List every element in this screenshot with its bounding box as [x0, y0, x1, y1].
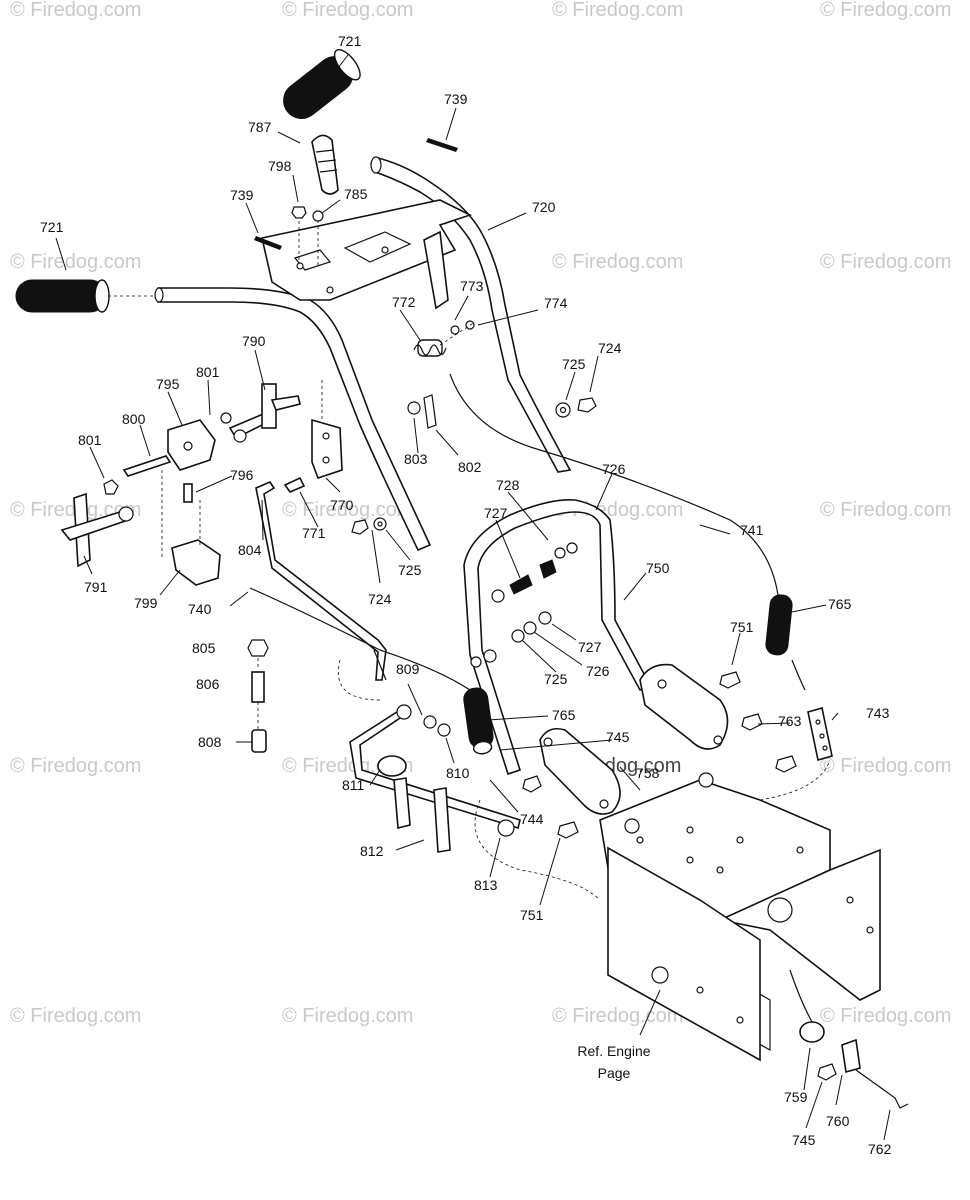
watermark: © Firedog.com — [552, 251, 683, 273]
watermark: © Firedog.com — [552, 0, 683, 21]
callout-label: 726 — [586, 663, 610, 679]
callout-label: 725 — [562, 356, 586, 372]
callout-label: 791 — [84, 579, 108, 595]
grip-765-right — [765, 594, 793, 656]
rod-804 — [255, 481, 387, 681]
callout-label: 801 — [78, 432, 102, 448]
callout-label: 800 — [122, 411, 146, 427]
console-plate — [261, 199, 473, 301]
callout-label: 798 — [268, 158, 292, 174]
callout-label: 724 — [368, 591, 392, 607]
callout-label: 720 — [532, 199, 556, 215]
callout-label: 739 — [230, 187, 254, 203]
watermark: © Firedog.com — [820, 251, 951, 273]
latch-787 — [311, 134, 339, 195]
callout-label: 795 — [156, 376, 180, 392]
callout-label: 751 — [730, 619, 754, 635]
grip-721-top — [283, 49, 361, 119]
callout-label: 785 — [344, 186, 368, 202]
bracket-770 — [311, 418, 343, 480]
callout-label: 770 — [330, 497, 354, 513]
paddle-left — [539, 727, 621, 815]
plate-743 — [807, 706, 833, 762]
callout-label: 809 — [396, 661, 420, 677]
watermark: © Firedog.com — [282, 0, 413, 21]
callout-label: 726 — [602, 461, 626, 477]
callout-label: 750 — [646, 560, 670, 576]
watermark: © Firedog.com — [820, 0, 951, 21]
reference-note-line1: Ref. Engine — [577, 1043, 650, 1059]
reference-note-line2: Page — [598, 1065, 631, 1081]
callout-label: 803 — [404, 451, 428, 467]
callout-label: 773 — [460, 278, 484, 294]
watermark: © Firedog.com — [10, 0, 141, 21]
spring-772 — [413, 339, 447, 357]
callout-label: 799 — [134, 595, 158, 611]
cable-740 — [249, 587, 471, 691]
callout-label: 808 — [198, 734, 222, 750]
callout-label: 810 — [446, 765, 470, 781]
paddle-right — [639, 663, 729, 750]
bail-handle-750 — [463, 498, 652, 776]
callout-label: 763 — [778, 713, 802, 729]
callout-label: 772 — [392, 294, 416, 310]
callout-label: 804 — [238, 542, 262, 558]
callout-label: 802 — [458, 459, 482, 475]
callout-label: 806 — [196, 676, 220, 692]
callout-label: 759 — [784, 1089, 808, 1105]
watermark: © Firedog.com — [820, 1005, 951, 1027]
callout-label: 744 — [520, 811, 544, 827]
callout-label: 745 — [792, 1132, 816, 1148]
callout-label: 721 — [40, 219, 64, 235]
callout-label: 739 — [444, 91, 468, 107]
callout-label: 774 — [544, 295, 568, 311]
pin-800 — [122, 455, 172, 477]
callout-label: 796 — [230, 467, 254, 483]
callout-label: 805 — [192, 640, 216, 656]
watermark: © Firedog.com — [10, 251, 141, 273]
callout-label: 745 — [606, 729, 630, 745]
watermark: © Firedog.com — [10, 755, 141, 777]
grip-765-left — [463, 687, 494, 755]
callout-label: 741 — [740, 522, 764, 538]
callout-label: 724 — [598, 340, 622, 356]
callout-label: 728 — [496, 477, 520, 493]
callout-label: 811 — [342, 777, 365, 793]
callout-label: 740 — [188, 601, 212, 617]
watermark: © Firedog.com — [820, 755, 951, 777]
part-799 — [171, 539, 221, 586]
callout-label: 743 — [866, 705, 890, 721]
watermark: © Firedog.com — [10, 1005, 141, 1027]
callout-label: 790 — [242, 333, 266, 349]
callout-label: 765 — [552, 707, 576, 723]
drawing — [15, 49, 909, 1141]
watermark: © Firedog.com — [282, 1005, 413, 1027]
callout-label: 721 — [338, 33, 362, 49]
grip-721-left — [15, 279, 110, 313]
callout-label: 725 — [544, 671, 568, 687]
callout-label: 725 — [398, 562, 422, 578]
callout-label: 787 — [248, 119, 272, 135]
callout-label: 812 — [360, 843, 384, 859]
callout-label: 751 — [520, 907, 544, 923]
watermark: © Firedog.com — [552, 1005, 683, 1027]
callout-label: 813 — [474, 877, 498, 893]
callout-label: 762 — [868, 1141, 892, 1157]
callout-label: 727 — [484, 505, 508, 521]
callout-label: 801 — [196, 364, 220, 380]
callout-label: 758 — [636, 765, 660, 781]
watermark: © Firedog.com — [282, 499, 413, 521]
callout-label: 765 — [828, 596, 852, 612]
watermark: © Firedog.com — [820, 499, 951, 521]
cable-741 — [449, 373, 779, 596]
callout-labels: 721 739 787 798 785 739 720 721 773 772 … — [40, 33, 892, 1157]
callout-label: 771 — [302, 525, 326, 541]
callout-label: 727 — [578, 639, 602, 655]
callout-label: 760 — [826, 1113, 850, 1129]
